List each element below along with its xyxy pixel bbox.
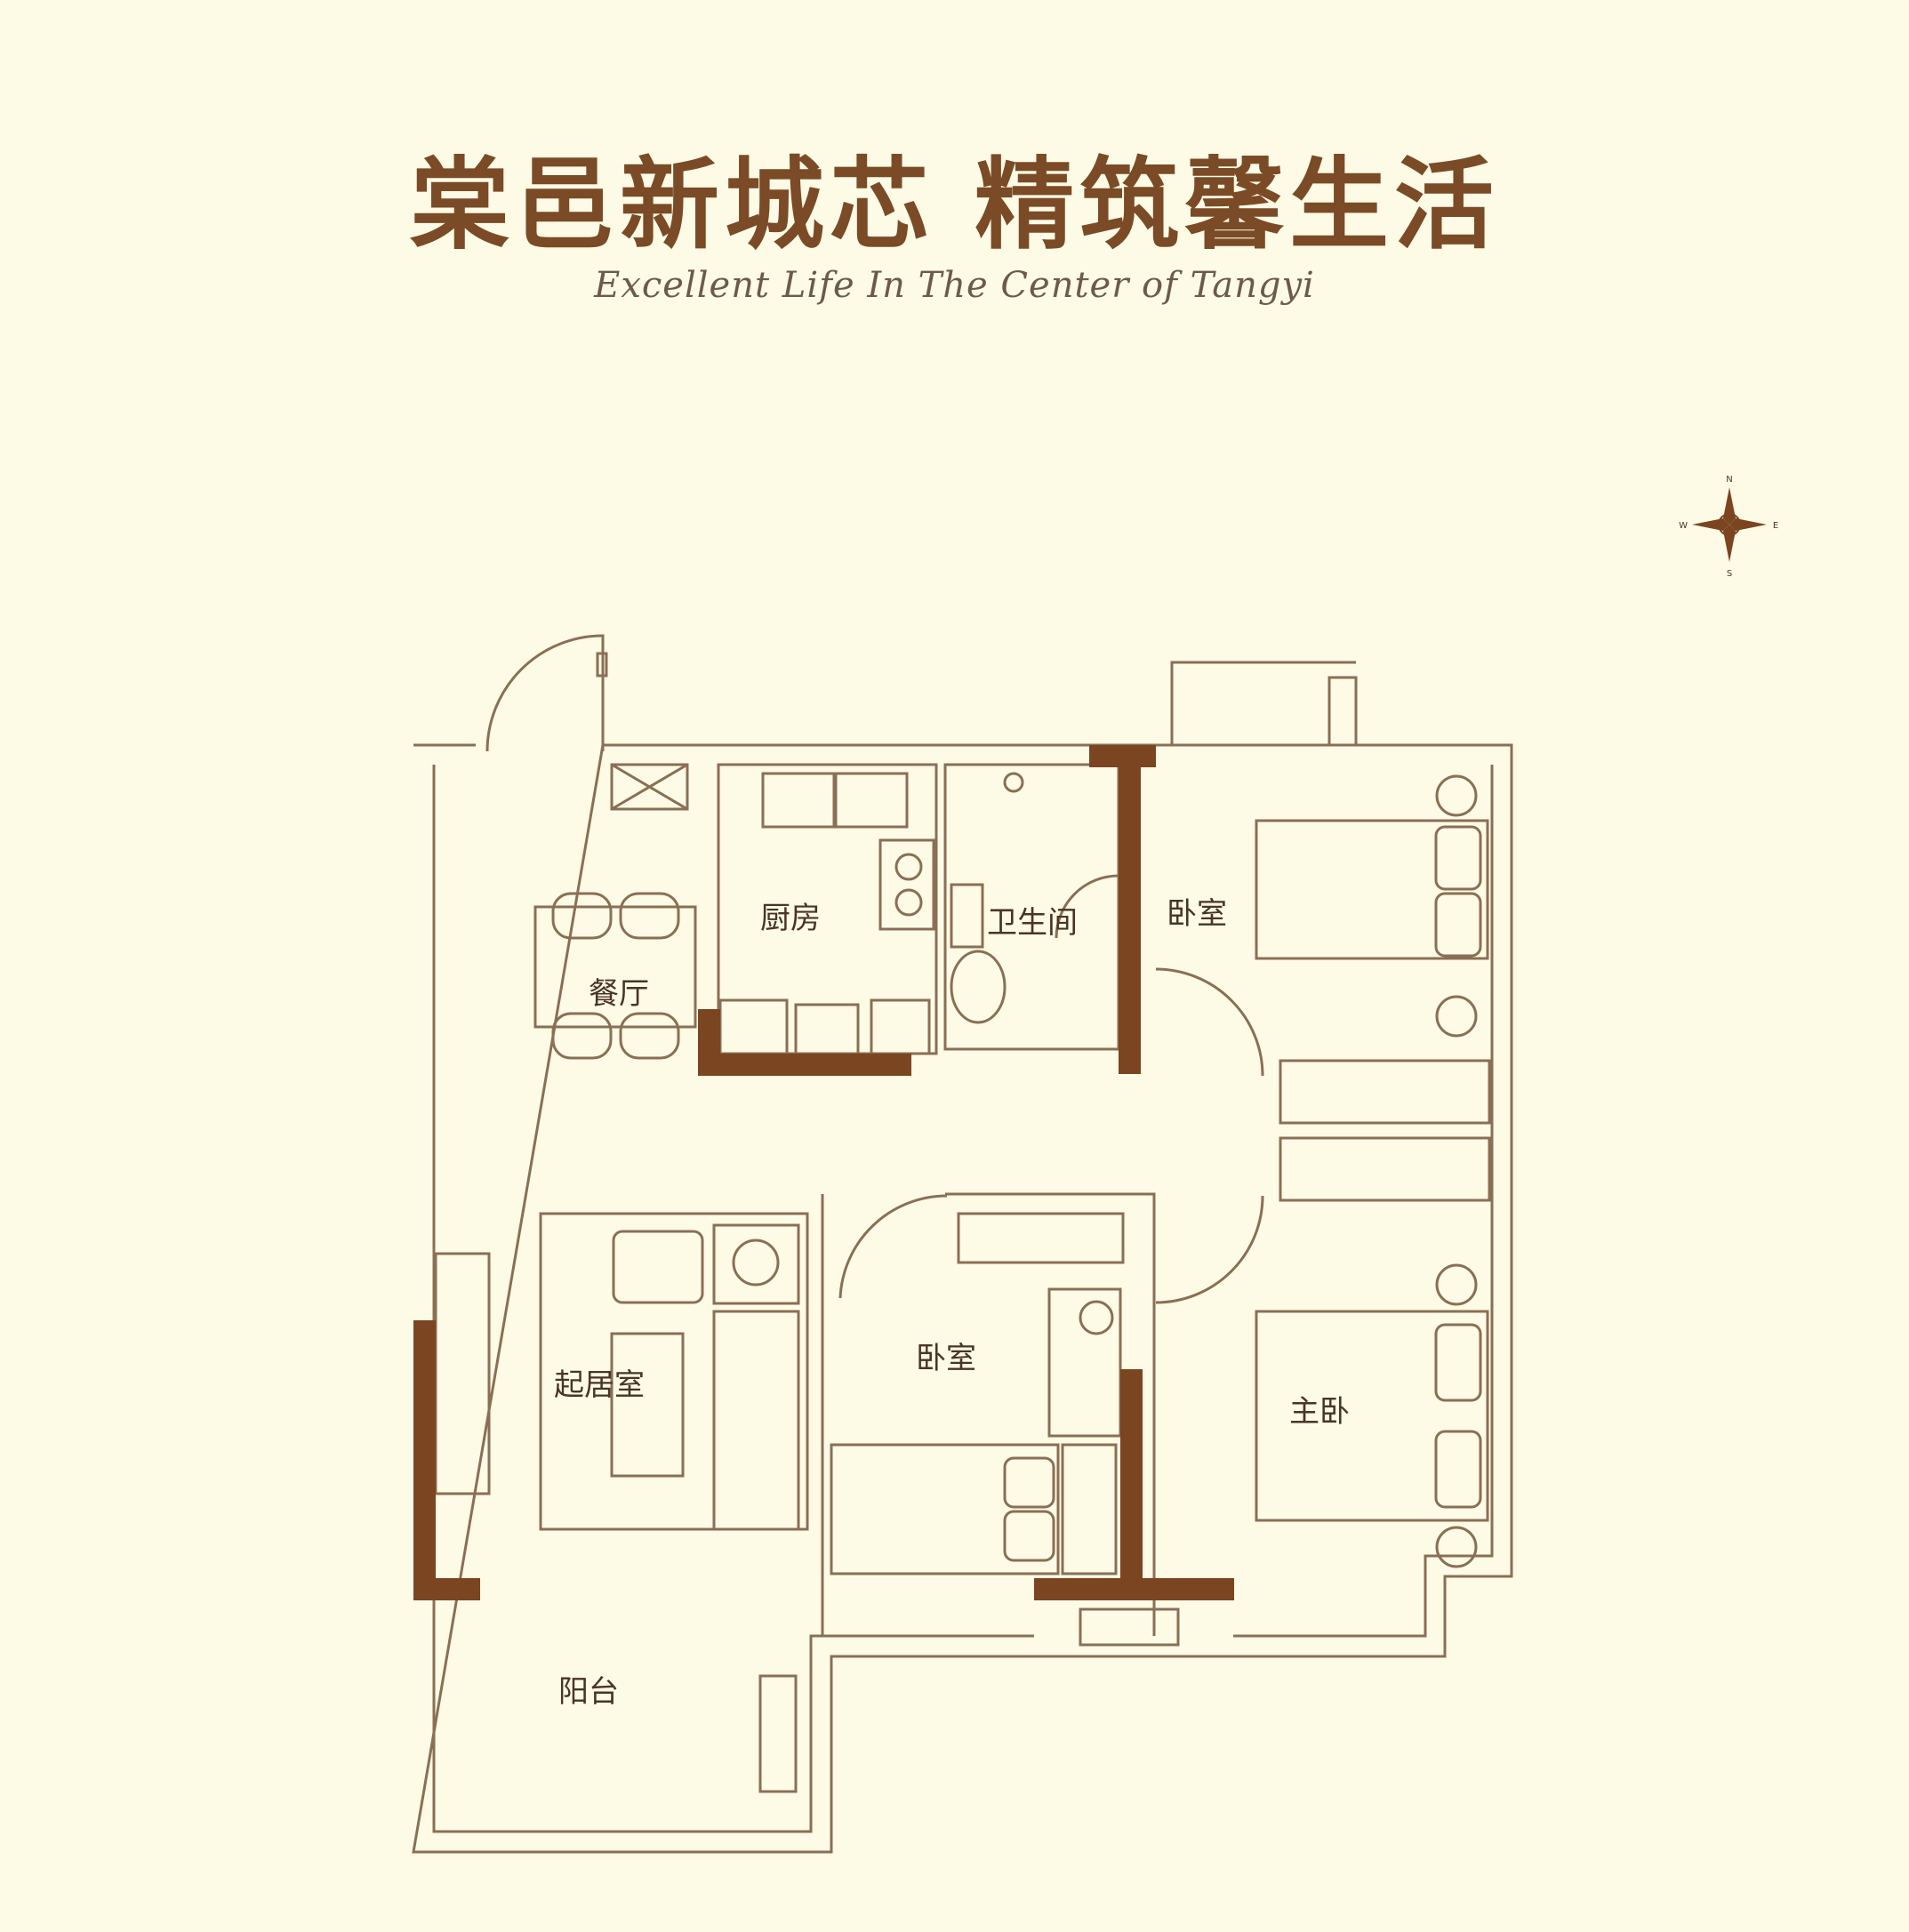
label-bedroom-mid: 卧室 [916, 1341, 976, 1376]
bed-mid [830, 1443, 1060, 1575]
label-kitchen: 厨房 [760, 901, 821, 936]
bed-master [1255, 1310, 1489, 1522]
outer-wall-line [412, 676, 1513, 1854]
label-bathroom: 卫生间 [987, 905, 1078, 941]
balcony-unit [758, 1674, 798, 1793]
rug [539, 1212, 809, 1531]
compass-s: S [1727, 569, 1732, 579]
dining-table [533, 905, 697, 1029]
entry-door [485, 634, 605, 752]
wall-segment [413, 1320, 436, 1587]
wall-segment [413, 1578, 480, 1600]
label-living: 起居室 [554, 1367, 645, 1403]
wall-segment [698, 1054, 911, 1076]
mid-bedroom-walls [821, 1192, 1156, 1636]
compass-icon: N S E W [1679, 475, 1778, 579]
top-balcony [1170, 661, 1356, 745]
compass-n: N [1726, 475, 1732, 485]
shaft [610, 763, 689, 811]
kitchen-area [717, 763, 938, 1055]
wall-segment [1120, 1369, 1143, 1591]
wall-segment [1119, 745, 1141, 1074]
page-title: 棠邑新城芯 精筑馨生活 [410, 148, 1499, 263]
compass-w: W [1679, 521, 1688, 531]
solid-walls [413, 745, 1234, 1600]
label-dining: 餐厅 [589, 976, 649, 1012]
page-subtitle: Excellent Life In The Center of Tangyi [594, 265, 1315, 306]
compass-e: E [1773, 521, 1778, 531]
label-balcony: 阳台 [558, 1674, 619, 1710]
coffee-table [610, 1332, 685, 1478]
label-master: 主卧 [1289, 1394, 1350, 1430]
wardrobe-1 [1279, 1059, 1491, 1125]
sofa [712, 1310, 800, 1531]
bed-ne [1255, 819, 1489, 960]
label-bedroom-ne: 卧室 [1167, 896, 1227, 932]
wall-segment [1034, 1578, 1234, 1600]
wardrobe-2 [1279, 1136, 1491, 1202]
